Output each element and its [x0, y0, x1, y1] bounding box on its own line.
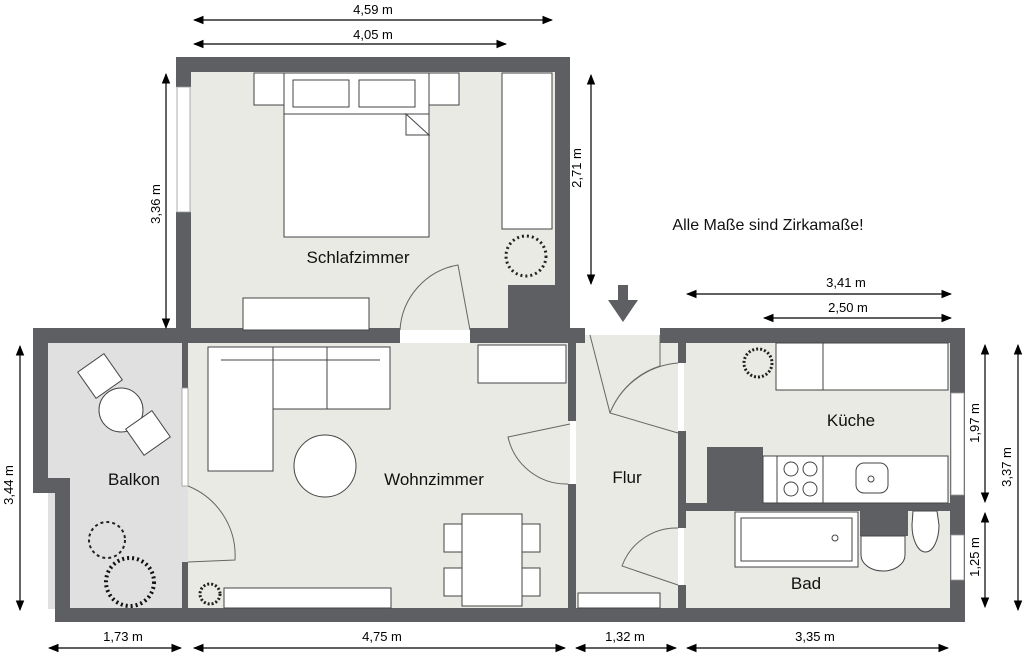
floor-flur — [576, 335, 678, 609]
room-label-balkon: Balkon — [108, 470, 160, 489]
dining-table — [461, 513, 523, 607]
tv-bench — [223, 587, 392, 609]
dim-kitchen-right: 1,97 m — [967, 403, 982, 443]
room-label-kueche: Küche — [827, 411, 875, 430]
dim-bedroom-left: 3,36 m — [148, 184, 163, 224]
dim-bottom-wohnzimmer: 4,75 m — [362, 629, 402, 644]
dim-kitchen-top-inner: 2,50 m — [828, 300, 868, 315]
nightstand-left — [253, 72, 285, 106]
dim-bath-right: 1,25 m — [967, 537, 982, 577]
dim-bottom-balkon: 1,73 m — [103, 629, 143, 644]
wardrobe — [501, 72, 553, 230]
note-text: Alle Maße sind Zirkamaße! — [672, 217, 863, 234]
washbasin — [860, 535, 906, 572]
dim-kitchen-top-outer: 3,41 m — [826, 275, 866, 290]
kitchen-cabinet — [775, 342, 949, 391]
plant-icon — [504, 234, 548, 278]
dim-top-inner: 4,05 m — [353, 27, 393, 42]
dim-bedroom-right: 2,71 m — [569, 148, 584, 188]
nightstand-right — [428, 72, 460, 106]
floor-balkon — [48, 343, 188, 609]
dim-right-total: 3,37 m — [999, 447, 1014, 487]
room-label-bad: Bad — [791, 574, 821, 593]
plant-icon — [88, 521, 126, 559]
dim-top-outer: 4,59 m — [353, 2, 393, 17]
toilet — [911, 510, 940, 553]
dim-bottom-kueche-bad: 3,35 m — [795, 629, 835, 644]
windows — [176, 86, 965, 581]
plant-icon — [104, 556, 156, 608]
coffee-table — [293, 434, 357, 498]
room-label-wohnzimmer: Wohnzimmer — [384, 470, 484, 489]
balcony-table — [98, 387, 144, 433]
furniture — [77, 72, 949, 609]
room-label-schlafzimmer: Schlafzimmer — [307, 248, 410, 267]
entrance-arrow-icon — [608, 285, 638, 322]
dresser — [242, 297, 370, 331]
dim-bottom-flur: 1,32 m — [605, 629, 645, 644]
doors — [187, 264, 679, 586]
dim-left-total: 3,44 m — [1, 465, 16, 505]
room-labels: Schlafzimmer Wohnzimmer Balkon Flur Küch… — [108, 248, 875, 593]
stove-icon — [783, 461, 818, 497]
sideboard — [477, 344, 567, 384]
plant-icon — [198, 582, 222, 606]
room-label-flur: Flur — [612, 468, 642, 487]
shoe-cabinet — [577, 592, 661, 609]
plant-icon — [742, 347, 774, 379]
